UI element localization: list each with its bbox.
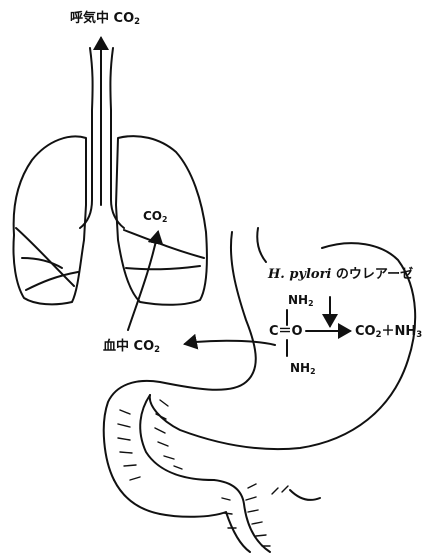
nh2-bottom-subscript: 2 [310, 367, 315, 376]
urease-label: H. pylori のウレアーゼ [268, 268, 413, 281]
urea-nh2-bottom: NH2 [290, 362, 316, 376]
breath-co2-subscript: 2 [134, 16, 140, 26]
urea-to-blood-arrow [185, 341, 275, 345]
products-co2-text: CO [355, 324, 376, 339]
breath-co2-text: 呼気中 CO [70, 11, 134, 26]
nh2-top-text: NH [288, 293, 308, 307]
rugae-hatching [118, 400, 288, 546]
nh2-top-subscript: 2 [308, 299, 313, 308]
products-nh3-subscript: 3 [416, 329, 422, 339]
reaction-products: CO2＋NH3 [355, 325, 422, 339]
blood-to-lung-arrow [128, 232, 158, 330]
hpylori-name: H. pylori [268, 267, 331, 282]
blood-co2-text: 血中 CO [103, 339, 154, 354]
products-nh3-text: ＋NH [381, 324, 416, 339]
lung-co2-subscript: 2 [162, 215, 167, 224]
blood-co2-label: 血中 CO2 [103, 340, 160, 354]
blood-co2-subscript: 2 [154, 344, 160, 354]
urea-carbonyl: C＝O [269, 325, 303, 338]
lung-co2-text: CO [143, 209, 162, 223]
nh2-bottom-text: NH [290, 361, 310, 375]
urease-text: のウレアーゼ [331, 267, 413, 282]
left-lung [13, 136, 86, 304]
urea-nh2-top: NH2 [288, 294, 314, 308]
breath-co2-label: 呼気中 CO2 [70, 12, 140, 26]
lung-co2-label: CO2 [143, 210, 167, 224]
